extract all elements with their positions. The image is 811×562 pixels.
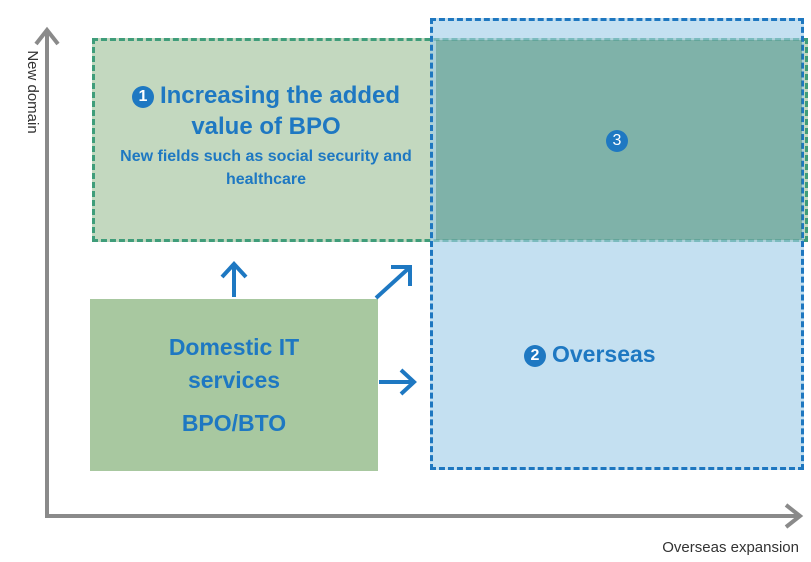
x-axis (45, 503, 804, 529)
added-value-title: Increasing the added value of BPO (159, 82, 401, 140)
up-arrow (220, 261, 248, 297)
y-axis-arrowhead (34, 26, 60, 46)
overseas-label: 2 Overseas (524, 341, 656, 368)
number-two-badge: 2 (524, 345, 546, 367)
added-value-subtitle: New fields such as social security and h… (120, 148, 412, 188)
y-axis (34, 26, 60, 516)
x-axis-label: Overseas expansion (662, 539, 799, 556)
diagonal-arrow (374, 265, 412, 300)
domestic-it-services-box (90, 299, 378, 471)
domestic-label: Domestic IT services BPO/BTO (90, 331, 378, 440)
domestic-code: BPO/BTO (181, 410, 287, 436)
number-three-badge: 3 (606, 130, 628, 152)
overseas-region (430, 18, 804, 470)
number-one-badge: 1 (131, 86, 154, 108)
x-axis-arrowhead (784, 503, 804, 529)
domestic-title: Domestic IT services (168, 334, 300, 393)
right-arrow (379, 368, 417, 396)
overseas-title: Overseas (552, 341, 656, 367)
overlap-label: 3 (606, 130, 628, 152)
